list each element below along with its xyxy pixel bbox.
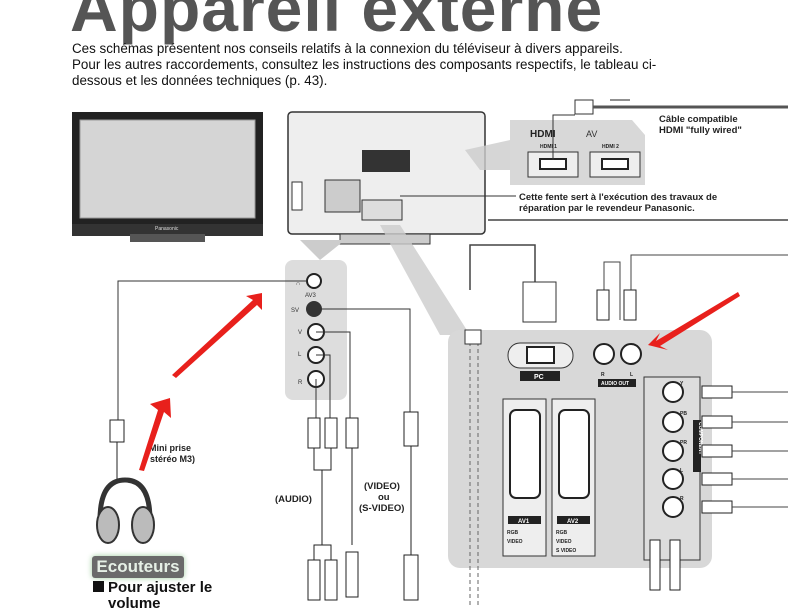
audio-label: (AUDIO) xyxy=(275,494,312,505)
audio-out-r: R xyxy=(601,372,605,378)
hdmi1-label: HDMI 1 xyxy=(540,144,557,150)
tv-brand: Panasonic xyxy=(155,226,179,232)
video-label: ou xyxy=(378,492,390,503)
red-arrow-icon xyxy=(139,292,740,471)
rear-panel: PC R L AUDIO OUT AV1 RGB VIDEO AV2 RGB V… xyxy=(448,219,788,605)
volume-line: volume xyxy=(108,595,161,612)
av2-label: AV2 xyxy=(567,519,579,525)
component-label: COMPONENT xyxy=(697,422,703,455)
pc-label: PC xyxy=(534,374,544,381)
audio-out-l: L xyxy=(630,372,633,378)
headphones-icon xyxy=(96,477,155,544)
intro-line: Pour les autres raccordements, consultez… xyxy=(72,57,657,72)
mini-plug-label: (Mini prise xyxy=(146,443,191,453)
page-title: Appareil externe xyxy=(70,0,604,45)
video-label: (S-VIDEO) xyxy=(359,503,404,514)
intro-line: dessous et les données techniques (p. 43… xyxy=(72,73,328,88)
hdmi-cable-label: Câble compatible xyxy=(659,114,738,125)
av2-line: S VIDEO xyxy=(556,548,576,554)
comp-port-label: PR xyxy=(680,440,687,446)
service-note: Cette fente sert à l'exécution des trava… xyxy=(519,192,717,203)
headphones-heading: Ecouteurs xyxy=(92,556,184,578)
volume-line: Pour ajuster le xyxy=(108,579,213,596)
intro-text: Ces schémas présentent nos conseils rela… xyxy=(72,41,732,89)
av1-label: AV1 xyxy=(518,519,530,525)
av3-label: AV3 xyxy=(305,293,317,299)
svg-text:∩: ∩ xyxy=(296,281,300,287)
comp-port-label: Y xyxy=(680,381,684,387)
hdmi-panel: HDMI AV HDMI 1 HDMI 2 Câble compatible H… xyxy=(400,99,788,214)
r-label: R xyxy=(298,380,303,386)
video-label: (VIDEO) xyxy=(364,481,400,492)
sv-label: SV xyxy=(291,308,299,314)
v-label: V xyxy=(298,330,302,336)
comp-port-label: PB xyxy=(680,411,687,417)
hdmi-av-label: AV xyxy=(586,129,597,139)
tv-back xyxy=(287,111,510,335)
av2-line: VIDEO xyxy=(556,539,572,545)
av2-line: RGB xyxy=(556,530,568,536)
hdmi2-label: HDMI 2 xyxy=(602,144,619,150)
service-note: réparation par le revendeur Panasonic. xyxy=(519,203,695,214)
l-label: L xyxy=(298,352,302,358)
rca-cables xyxy=(109,411,419,601)
av1-line: RGB xyxy=(507,530,519,536)
hdmi-cable-label: HDMI "fully wired" xyxy=(659,125,742,136)
comp-port-label: R xyxy=(680,496,684,502)
volume-heading: Pour ajuster le volume xyxy=(93,580,212,612)
tv-front: Panasonic xyxy=(72,112,263,242)
comp-port-label: L xyxy=(680,468,683,474)
bullet-square-icon xyxy=(93,581,104,592)
side-av3-panel: ∩ AV3 SV V L R xyxy=(117,260,411,420)
hdmi-logo: HDMI xyxy=(530,129,556,140)
audio-out-label: AUDIO OUT xyxy=(601,381,629,387)
av1-line: VIDEO xyxy=(507,539,523,545)
intro-line: Ces schémas présentent nos conseils rela… xyxy=(72,41,623,56)
mini-plug-label: stéréo M3) xyxy=(150,454,195,464)
